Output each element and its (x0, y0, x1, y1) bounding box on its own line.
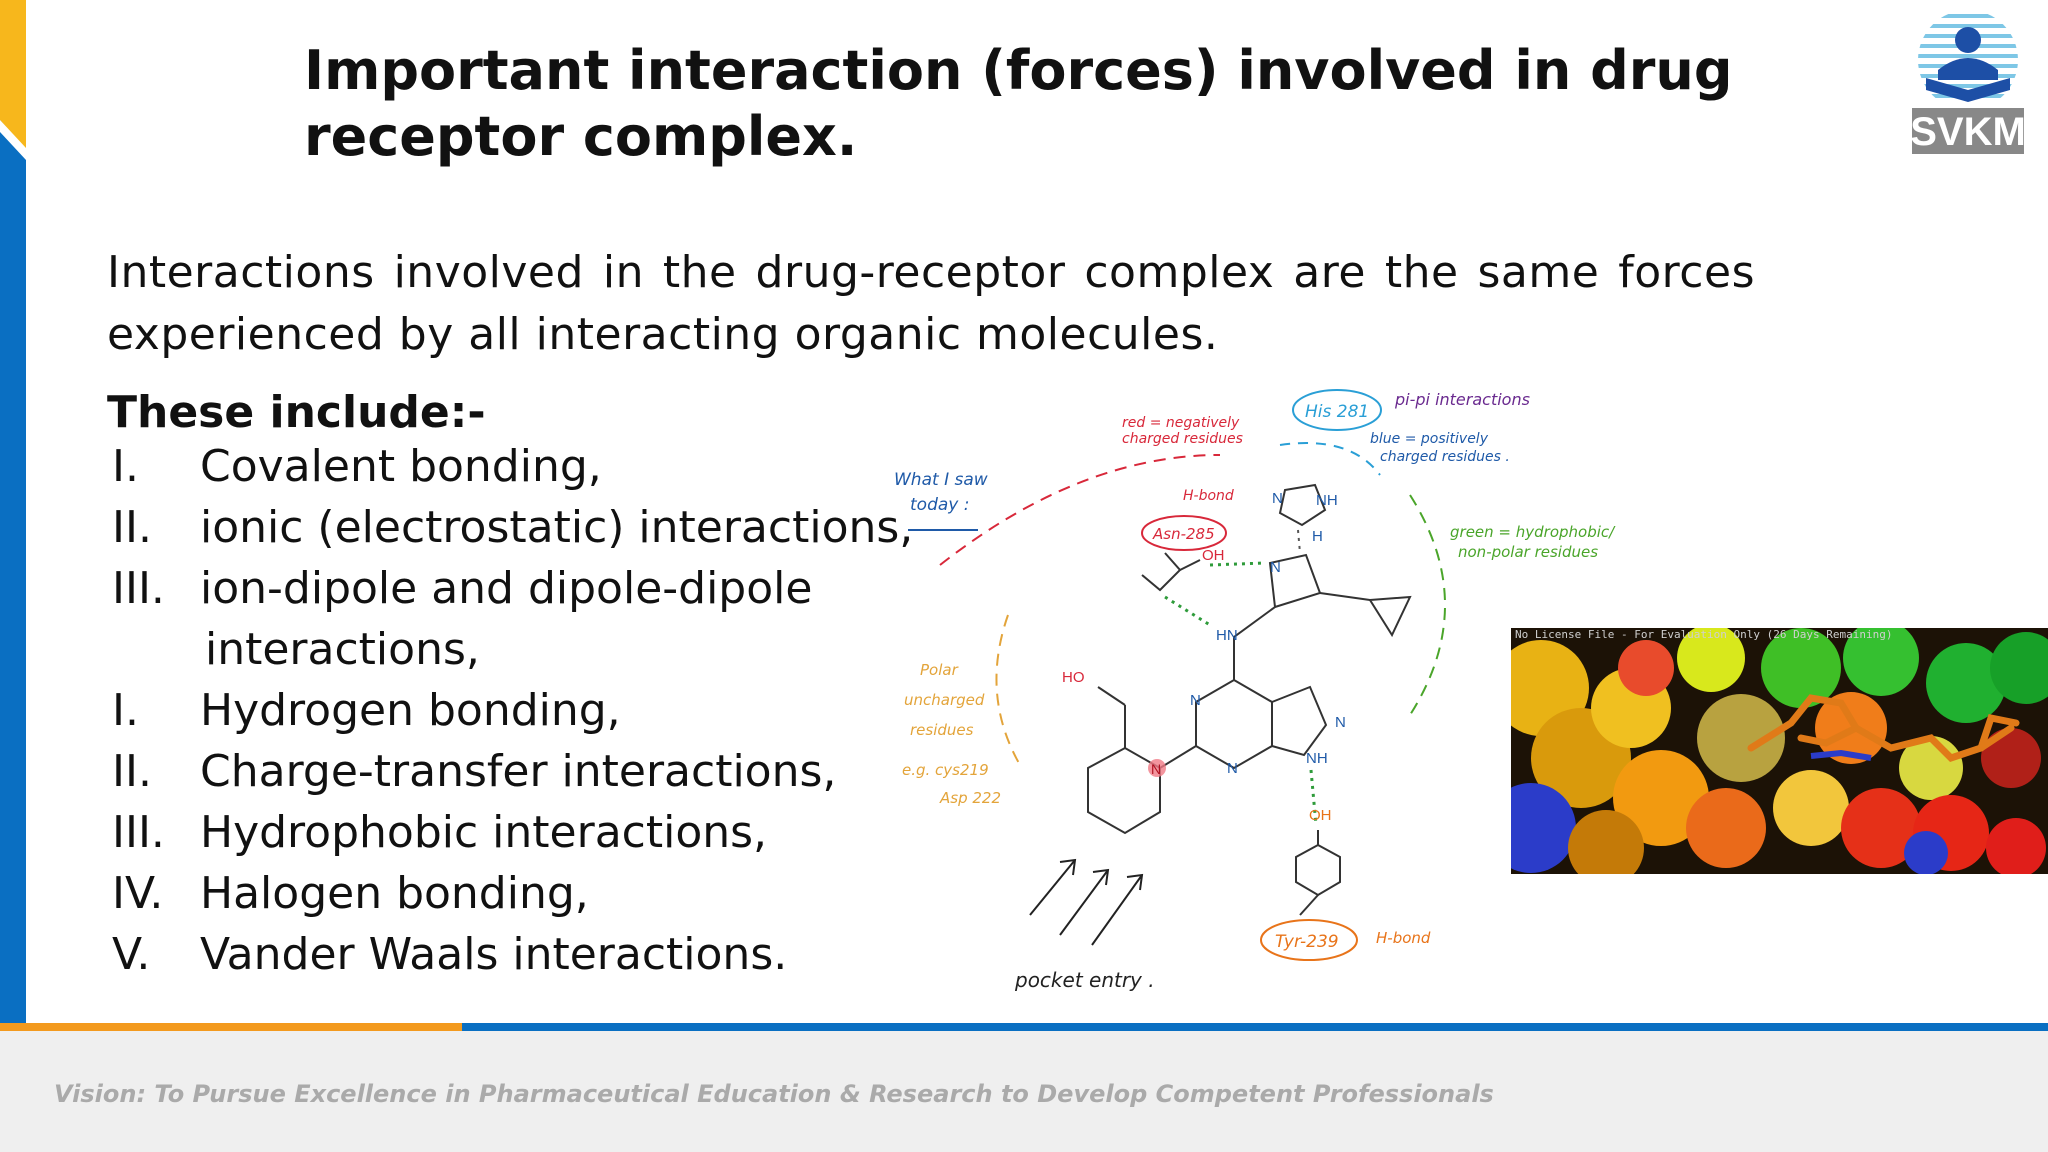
sketch-polar-4: e.g. cys219 (902, 761, 989, 779)
list-item: III.ion-dipole and dipole-dipole (112, 563, 813, 614)
atom-h: H (1312, 528, 1323, 545)
sketch-polar-1: Polar (920, 661, 959, 679)
sketch-what-i-saw-2: today : (910, 495, 969, 515)
sketch-blue-note-1: blue = positively (1370, 431, 1489, 447)
atom-n2: N (1227, 760, 1238, 777)
sketch-blue-note-2: charged residues . (1380, 449, 1510, 465)
sketch-pocket-entry: pocket entry . (1014, 968, 1155, 992)
sketch-polar-5: Asp 222 (939, 789, 1001, 807)
footer-accent-orange (0, 1023, 462, 1031)
list-item: IV.Halogen bonding, (112, 868, 589, 919)
footer-accent-blue (462, 1023, 2048, 1031)
left-accent-bar (0, 0, 26, 1025)
list-item: I.Covalent bonding, (112, 441, 602, 492)
list-item-continuation: interactions, (205, 624, 480, 675)
binding-pocket-sketch: What I saw today : red = negatively char… (894, 389, 1616, 992)
atom-n4: N (1270, 559, 1281, 576)
sketch-red-note-1: red = negatively (1122, 415, 1240, 431)
intro-paragraph: Interactions involved in the drug-recept… (107, 247, 1755, 360)
atom-n5: N (1272, 490, 1283, 507)
atom-n3: N (1335, 714, 1346, 731)
atom-hn: HN (1216, 627, 1238, 644)
atom-n-pyridine: N (1151, 761, 1161, 777)
list-item: II.Charge-transfer interactions, (112, 746, 837, 797)
list-item: III.Hydrophobic interactions, (112, 807, 768, 858)
sketch-pi-pi: pi-pi interactions (1394, 390, 1530, 409)
atom-ho: HO (1062, 669, 1085, 686)
logo-text: SVKM (1910, 110, 2026, 154)
sketch-tyr: Tyr-239 (1275, 932, 1339, 952)
slide-title: Important interaction (forces) involved … (304, 39, 1733, 168)
sketch-hbond-top: H-bond (1183, 488, 1234, 504)
list-item: I.Hydrogen bonding, (112, 685, 621, 736)
interaction-list: I.Covalent bonding, II.ionic (electrosta… (112, 436, 914, 985)
sketch-green-note-2: non-polar residues (1458, 543, 1598, 561)
list-item: II.ionic (electrostatic) interactions, (112, 502, 914, 553)
photo-watermark: No License File - For Evaluation Only (2… (1515, 628, 1893, 641)
protein-surface-image: No License File - For Evaluation Only (2… (1511, 628, 2048, 874)
sketch-his: His 281 (1305, 402, 1369, 422)
list-heading: These include:- (107, 387, 486, 438)
list-item: V.Vander Waals interactions. (112, 929, 788, 980)
sketch-asn: Asn-285 (1152, 525, 1215, 543)
atom-n1: N (1190, 692, 1201, 709)
sketch-red-note-2: charged residues (1122, 431, 1243, 447)
sketch-green-note-1: green = hydrophobic/ (1450, 523, 1616, 541)
atom-nh-top: NH (1316, 492, 1338, 509)
sketch-polar-2: uncharged (904, 691, 985, 709)
sketch-what-i-saw-1: What I saw (894, 470, 988, 490)
sketch-polar-3: residues (910, 721, 974, 739)
sketch-hbond-bottom: H-bond (1376, 929, 1431, 947)
atom-oh-asn: OH (1202, 547, 1225, 564)
footer-bar (0, 1031, 2048, 1152)
footer-vision-text: Vision: To Pursue Excellence in Pharmace… (54, 1080, 1494, 1108)
svkm-logo: SVKM (1910, 10, 2026, 154)
atom-oh-tyr: OH (1309, 807, 1332, 824)
atom-nh: NH (1306, 750, 1328, 767)
